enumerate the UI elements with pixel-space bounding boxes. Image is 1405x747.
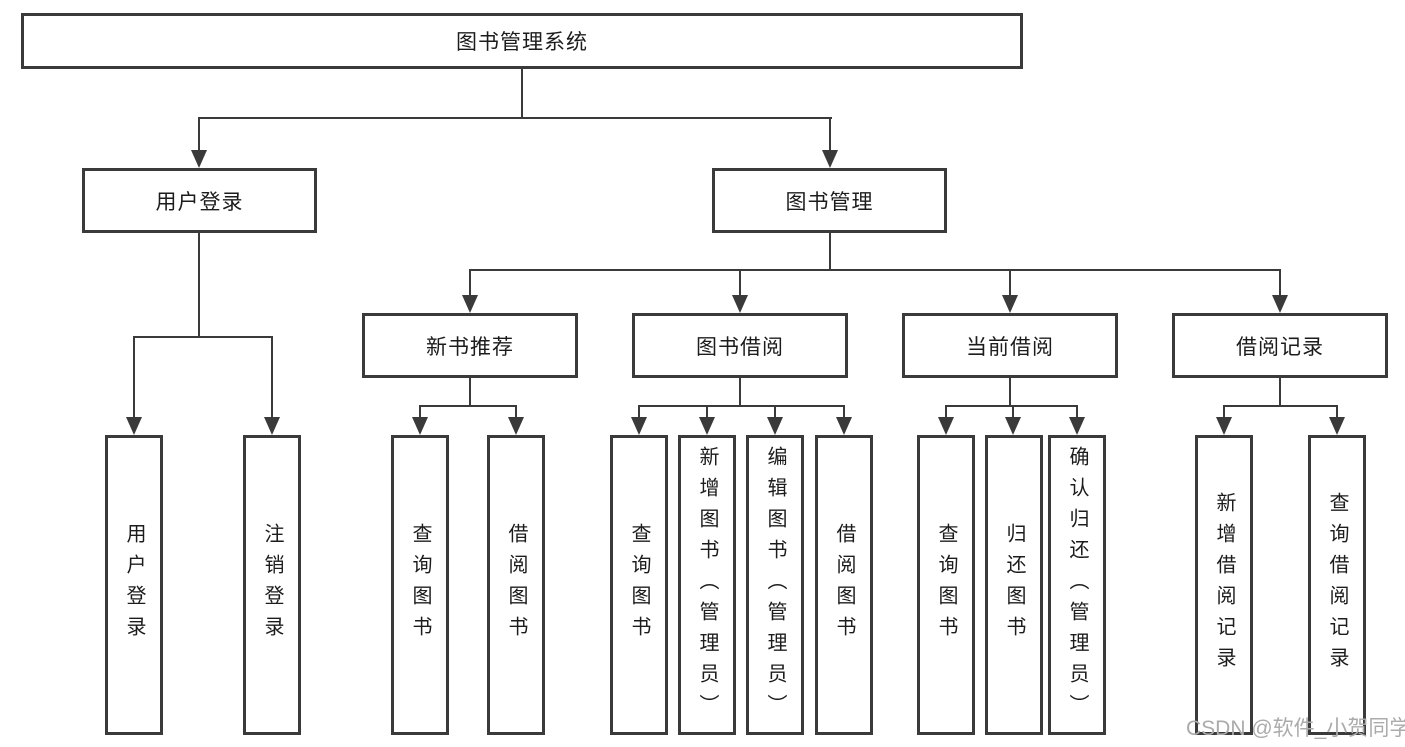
connector-branch: [1223, 405, 1338, 407]
connector-line: [706, 407, 708, 419]
arrow-down-icon: [822, 150, 838, 168]
connector-line: [739, 378, 741, 406]
arrow-down-icon: [1069, 417, 1085, 435]
leaf-label: 查询借阅记录: [1326, 492, 1348, 678]
node-label: 图书借阅: [696, 335, 784, 359]
connector-line: [469, 271, 471, 297]
arrow-down-icon: [699, 417, 715, 435]
leaf-search-borrow-record: 查询借阅记录: [1308, 435, 1366, 735]
node-label: 借阅记录: [1236, 335, 1324, 359]
node-library-system: 图书管理系统: [21, 13, 1023, 69]
connector-line: [1076, 407, 1078, 419]
leaf-label: 查询图书: [935, 523, 957, 647]
leaf-label: 查询图书: [628, 523, 650, 647]
node-label: 当前借阅: [966, 335, 1054, 359]
node-book-management: 图书管理: [712, 168, 947, 233]
connector-line: [198, 233, 200, 336]
node-label: 用户登录: [155, 190, 244, 214]
leaf-add-books-admin: 新增图书（管理员）: [678, 435, 736, 735]
arrow-down-icon: [191, 150, 207, 168]
connector-line: [1009, 378, 1011, 406]
leaf-label: 查询图书: [409, 523, 431, 647]
connector-line: [515, 407, 517, 419]
leaf-label: 确认归还（管理员）: [1066, 445, 1088, 725]
leaf-borrow-books: 借阅图书: [487, 435, 545, 735]
connector-line: [198, 119, 200, 152]
leaf-return-books: 归还图书: [985, 435, 1043, 735]
connector-line: [1336, 407, 1338, 419]
leaf-label: 归还图书: [1003, 523, 1025, 647]
connector-line: [739, 271, 741, 297]
connector-line: [1279, 378, 1281, 406]
arrow-down-icon: [732, 295, 748, 313]
leaf-edit-books-admin: 编辑图书（管理员）: [746, 435, 804, 735]
arrow-down-icon: [631, 417, 647, 435]
connector-branch: [945, 405, 1078, 407]
leaf-search-books-2: 查询图书: [610, 435, 668, 735]
node-current-borrowing: 当前借阅: [902, 313, 1118, 378]
connector-line: [829, 119, 831, 152]
arrow-down-icon: [1002, 295, 1018, 313]
node-user-login: 用户登录: [82, 168, 317, 233]
connector-branch: [638, 405, 845, 407]
arrow-down-icon: [126, 417, 142, 435]
leaf-label: 注销登录: [261, 523, 283, 647]
arrow-down-icon: [1272, 295, 1288, 313]
node-label: 图书管理系统: [456, 31, 588, 54]
connector-root-branch: [198, 117, 832, 119]
node-book-borrowing: 图书借阅: [632, 313, 848, 378]
leaf-label: 借阅图书: [833, 523, 855, 647]
leaf-search-books-3: 查询图书: [917, 435, 975, 735]
connector-line: [638, 407, 640, 419]
connector-root-stem: [521, 69, 523, 117]
connector-line: [469, 378, 471, 406]
leaf-label: 编辑图书（管理员）: [764, 445, 786, 725]
leaf-user-login: 用户登录: [105, 435, 163, 735]
leaf-label: 借阅图书: [505, 523, 527, 647]
connector-line: [1009, 271, 1011, 297]
arrow-down-icon: [412, 417, 428, 435]
node-borrowing-records: 借阅记录: [1172, 313, 1388, 378]
arrow-down-icon: [1216, 417, 1232, 435]
arrow-down-icon: [836, 417, 852, 435]
leaf-borrow-books-2: 借阅图书: [815, 435, 873, 735]
connector-line: [843, 407, 845, 419]
arrow-down-icon: [264, 417, 280, 435]
connector-line: [133, 338, 135, 419]
arrow-down-icon: [1329, 417, 1345, 435]
leaf-label: 新增借阅记录: [1213, 492, 1235, 678]
connector-line: [419, 407, 421, 419]
connector-line: [1279, 271, 1281, 297]
connector-line: [945, 407, 947, 419]
leaf-confirm-return-admin: 确认归还（管理员）: [1048, 435, 1106, 735]
arrow-down-icon: [1005, 417, 1021, 435]
arrow-down-icon: [767, 417, 783, 435]
connector-branch: [133, 336, 273, 338]
connector-line: [774, 407, 776, 419]
connector-line: [829, 233, 831, 269]
csdn-watermark: CSDN @软件_小贺同学: [1186, 717, 1405, 740]
connector-line: [271, 338, 273, 419]
connector-branch: [469, 269, 1281, 271]
node-new-book-recommendation: 新书推荐: [362, 313, 578, 378]
leaf-add-borrow-record: 新增借阅记录: [1195, 435, 1253, 735]
connector-line: [1012, 407, 1014, 419]
leaf-label: 新增图书（管理员）: [696, 445, 718, 725]
leaf-search-books: 查询图书: [391, 435, 449, 735]
arrow-down-icon: [938, 417, 954, 435]
connector-line: [1223, 407, 1225, 419]
node-label: 图书管理: [785, 190, 874, 214]
node-label: 新书推荐: [426, 335, 514, 359]
leaf-logout: 注销登录: [243, 435, 301, 735]
arrow-down-icon: [462, 295, 478, 313]
arrow-down-icon: [508, 417, 524, 435]
connector-branch: [419, 405, 517, 407]
leaf-label: 用户登录: [123, 523, 145, 647]
